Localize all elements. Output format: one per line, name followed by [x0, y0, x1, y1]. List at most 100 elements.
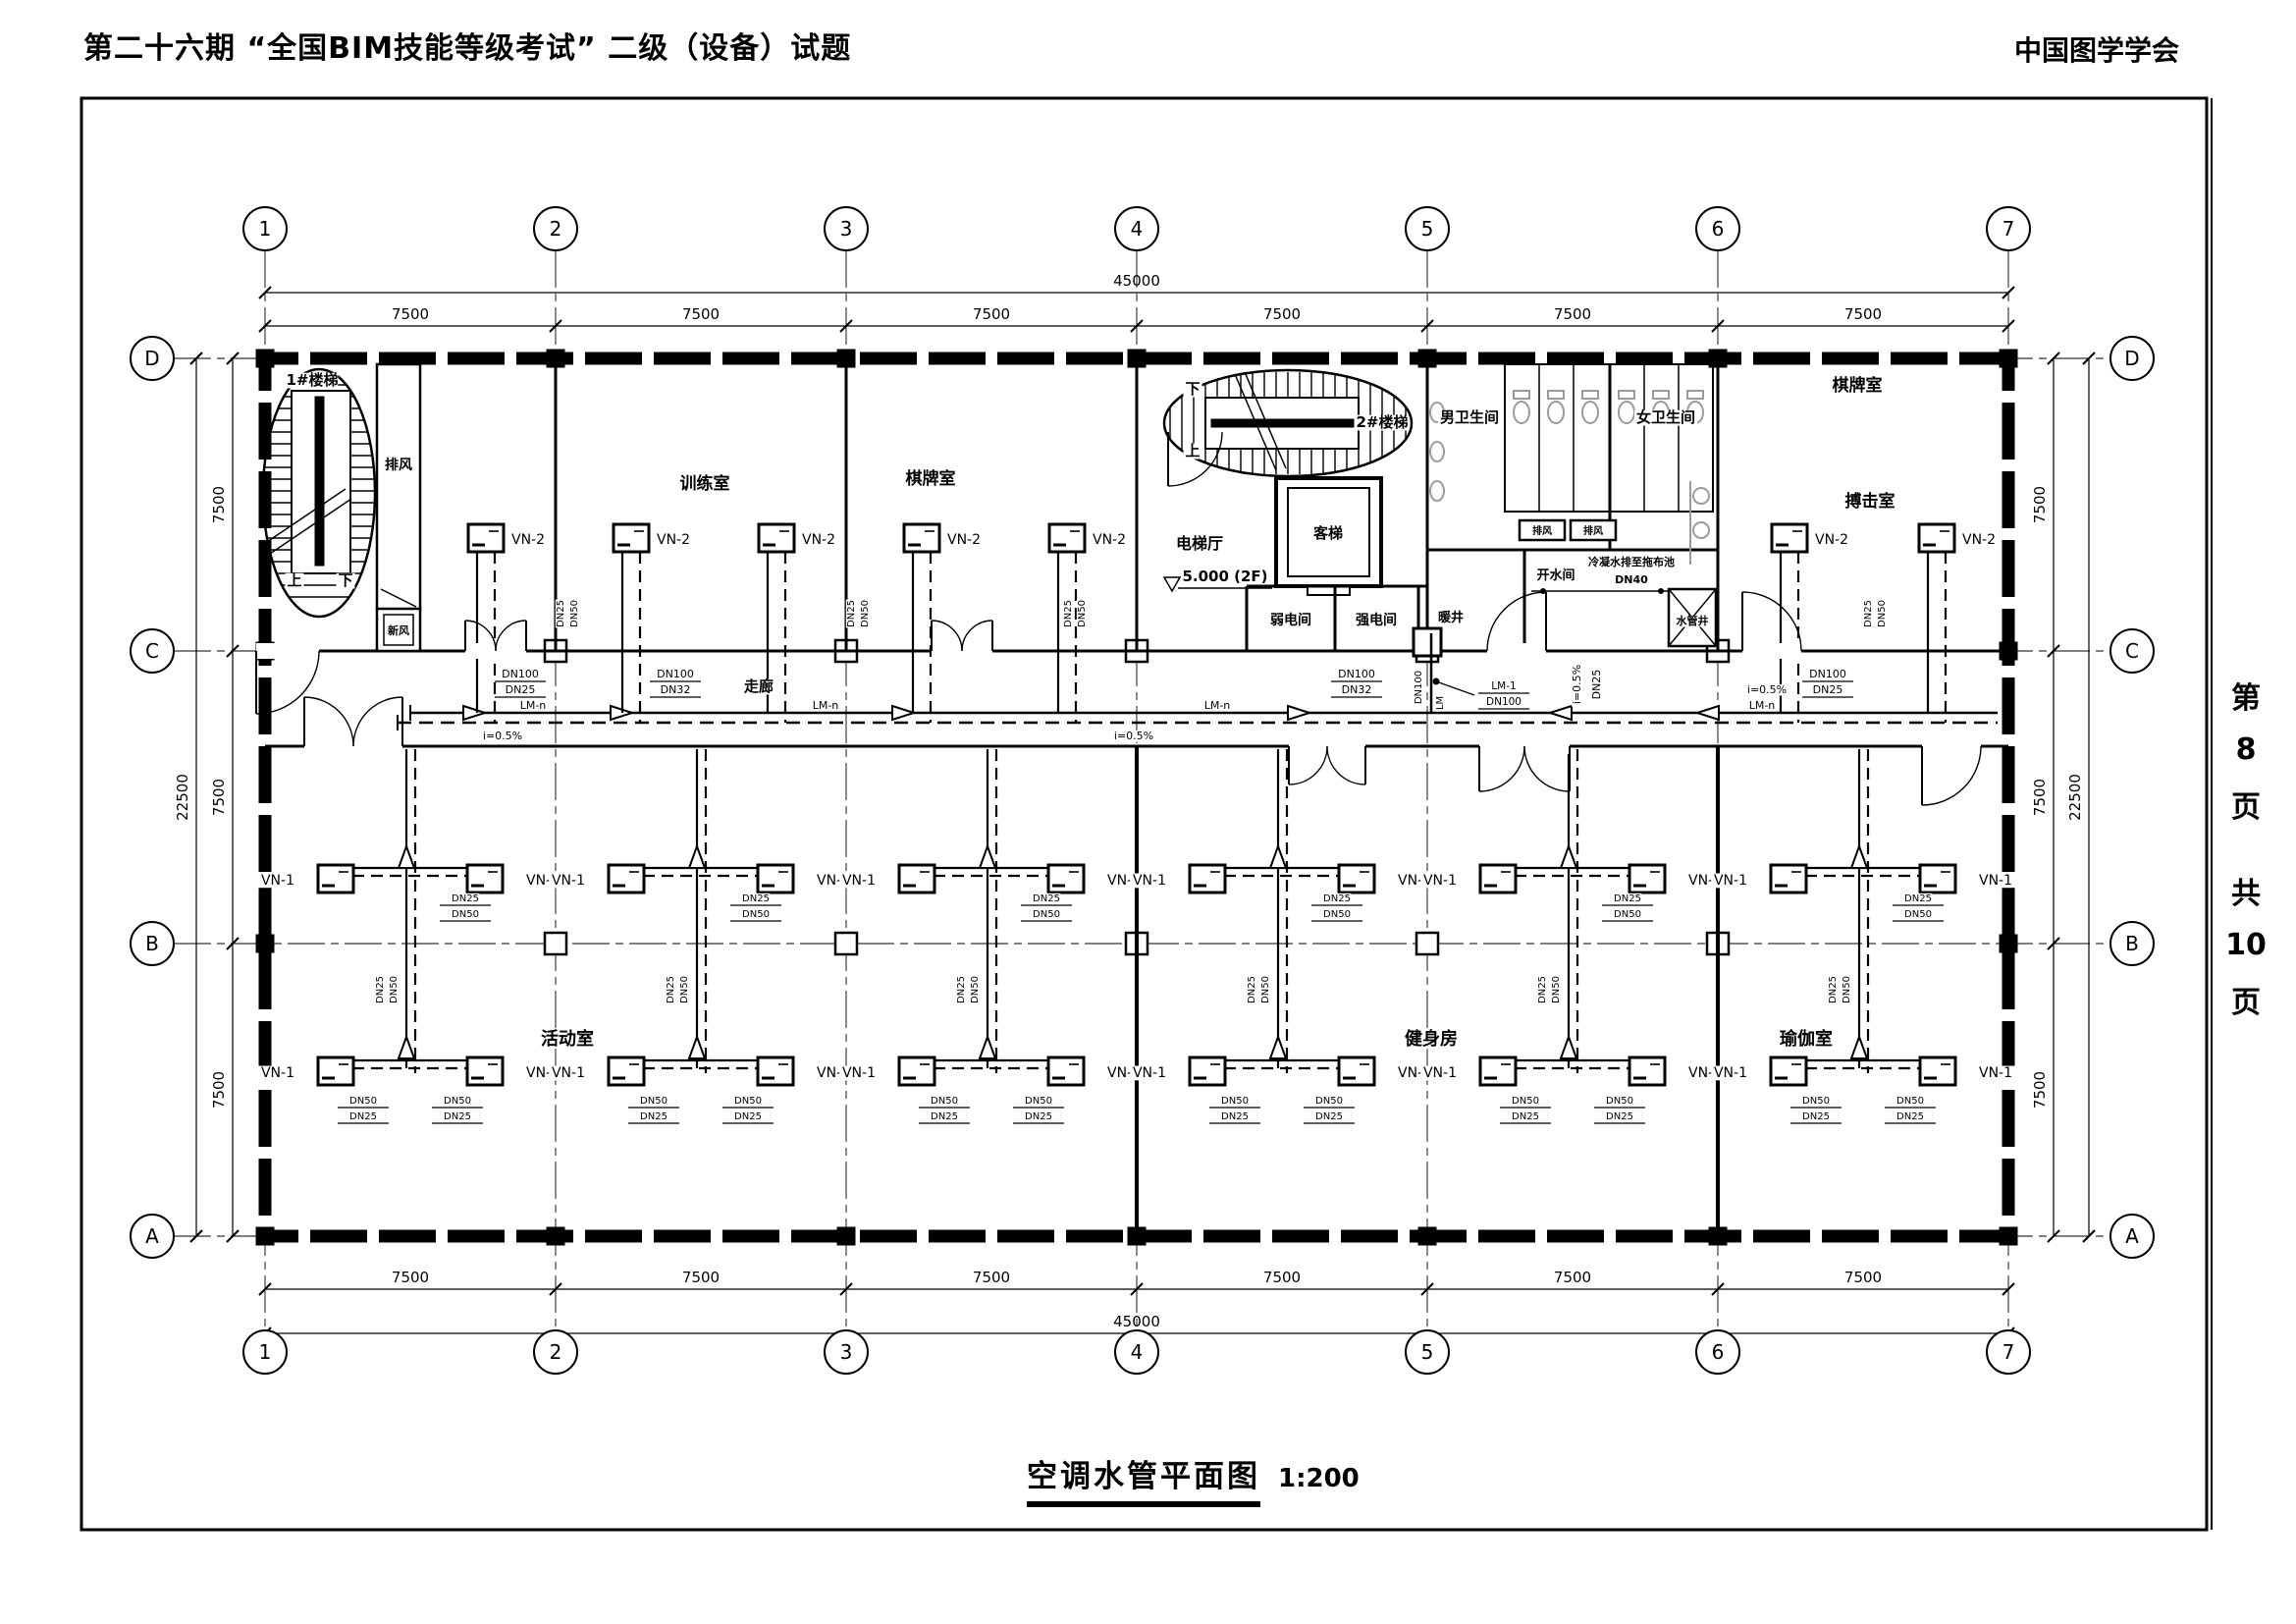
dimension-layer: 7500750075007500750075007500750075007500… [174, 272, 2096, 1340]
label: DN50 [1896, 1096, 1924, 1107]
label: DN25 [1537, 976, 1548, 1003]
label: DN25 [1606, 1111, 1633, 1122]
fcu-body [607, 863, 646, 894]
stair-outline [261, 367, 377, 619]
label-halo [1842, 493, 1897, 511]
flow-arrow [1559, 843, 1578, 869]
label: VN-1 [1133, 873, 1166, 889]
grid-bubble [1114, 206, 1159, 251]
label: DN50 [1551, 976, 1562, 1003]
dim-tick [258, 1282, 272, 1296]
fcu-body [607, 1056, 646, 1087]
label: i=0.5% [1571, 665, 1583, 704]
room-label-weak-power: 弱电间 [1270, 612, 1311, 628]
wc-stall-block [1504, 363, 1611, 513]
wall-column [255, 349, 275, 368]
fcu-body [757, 522, 796, 554]
dim-tick [839, 1282, 853, 1296]
label-halo [1605, 1095, 1634, 1107]
label: LM-n [520, 699, 547, 712]
label-halo [1711, 873, 1749, 889]
label-halo [1322, 908, 1352, 920]
label: DN50 [1877, 600, 1888, 627]
line [266, 498, 352, 557]
label: VN-1 [1423, 1065, 1457, 1081]
label-halo [845, 599, 857, 628]
door-arc [352, 696, 403, 747]
label-halo [1903, 893, 1933, 904]
label-halo [1511, 1110, 1540, 1122]
label: VN-2 [1093, 532, 1126, 548]
label-halo [555, 599, 566, 628]
label-halo [665, 975, 676, 1004]
door-arc [1523, 745, 1571, 792]
label: 7500 [973, 1269, 1010, 1286]
page-info-char: 页 [2231, 790, 2261, 825]
label-halo [1812, 683, 1843, 696]
grid-bubble [1114, 1329, 1159, 1375]
label-halo [1813, 532, 1851, 548]
door-arc [931, 620, 963, 652]
label: DN50 [970, 976, 981, 1003]
drawing-caption: 空调水管平面图 1:200 [1027, 1451, 1360, 1507]
fcu-body [1188, 1056, 1227, 1087]
label-halo [1220, 1110, 1250, 1122]
label: DN25 [1896, 1111, 1924, 1122]
room-label-chess-b: 棋牌室 [1833, 375, 1883, 396]
door-opening [1922, 738, 1981, 754]
grid-bubble [1986, 206, 2031, 251]
label: DN25 [1904, 893, 1932, 904]
label: 7500 [392, 1269, 429, 1286]
wall-column [255, 934, 275, 953]
room-label-strong-power: 强电间 [1356, 612, 1397, 628]
fcu-body [466, 522, 506, 554]
label-halo [1246, 975, 1257, 1004]
label: VN-1 [1979, 873, 2012, 889]
label: DN25 [506, 683, 536, 696]
label-halo [1220, 1095, 1250, 1107]
room-label-chess-a: 棋牌室 [906, 468, 956, 489]
unit-layer [316, 522, 1957, 1087]
label-halo [336, 572, 355, 589]
page-info-char: 10 [2225, 928, 2267, 962]
fcu-body [756, 1056, 795, 1087]
dim-tick [1420, 319, 1434, 333]
label: DN25 [1323, 893, 1351, 904]
label: DN50 [569, 600, 580, 627]
flow-arrow [1546, 704, 1573, 722]
label: DN50 [742, 909, 770, 920]
label: 7500 [1263, 305, 1301, 323]
label-halo [509, 532, 548, 548]
page-info-char: 共 [2231, 877, 2261, 911]
room-label-activity: 活动室 [541, 1028, 594, 1050]
label: DN50 [389, 976, 400, 1003]
page-info-char: 页 [2231, 986, 2261, 1020]
label-halo [733, 1110, 763, 1122]
label-halo [1801, 1095, 1831, 1107]
dim-tick [226, 644, 240, 658]
flow-arrow [1268, 1034, 1288, 1059]
grid-bubble [533, 1329, 578, 1375]
label: DN50 [679, 976, 690, 1003]
label-halo [810, 699, 841, 712]
label: 7500 [1554, 305, 1591, 323]
door-arc [1921, 745, 1982, 806]
drawing-frame [80, 96, 2209, 1532]
toilet-fixture [1618, 401, 1635, 424]
wall-column [1999, 934, 2018, 953]
label: DN50 [1606, 1096, 1633, 1107]
label-halo [1801, 1110, 1831, 1122]
label: 7500 [2031, 486, 2049, 523]
fcu-body [1628, 863, 1667, 894]
door-arc [1741, 591, 1802, 652]
room-label-elevator-hall: 电梯厅 [1176, 534, 1223, 553]
toilet-fixture [1513, 401, 1530, 424]
label-halo [1183, 381, 1202, 398]
grid-bubble [533, 206, 578, 251]
fcu-body [1918, 863, 1957, 894]
grid-bubble [242, 1329, 288, 1375]
label-halo [1111, 730, 1156, 742]
label-halo [1903, 908, 1933, 920]
label: 22500 [2066, 774, 2084, 821]
label: 4 [1131, 217, 1144, 241]
